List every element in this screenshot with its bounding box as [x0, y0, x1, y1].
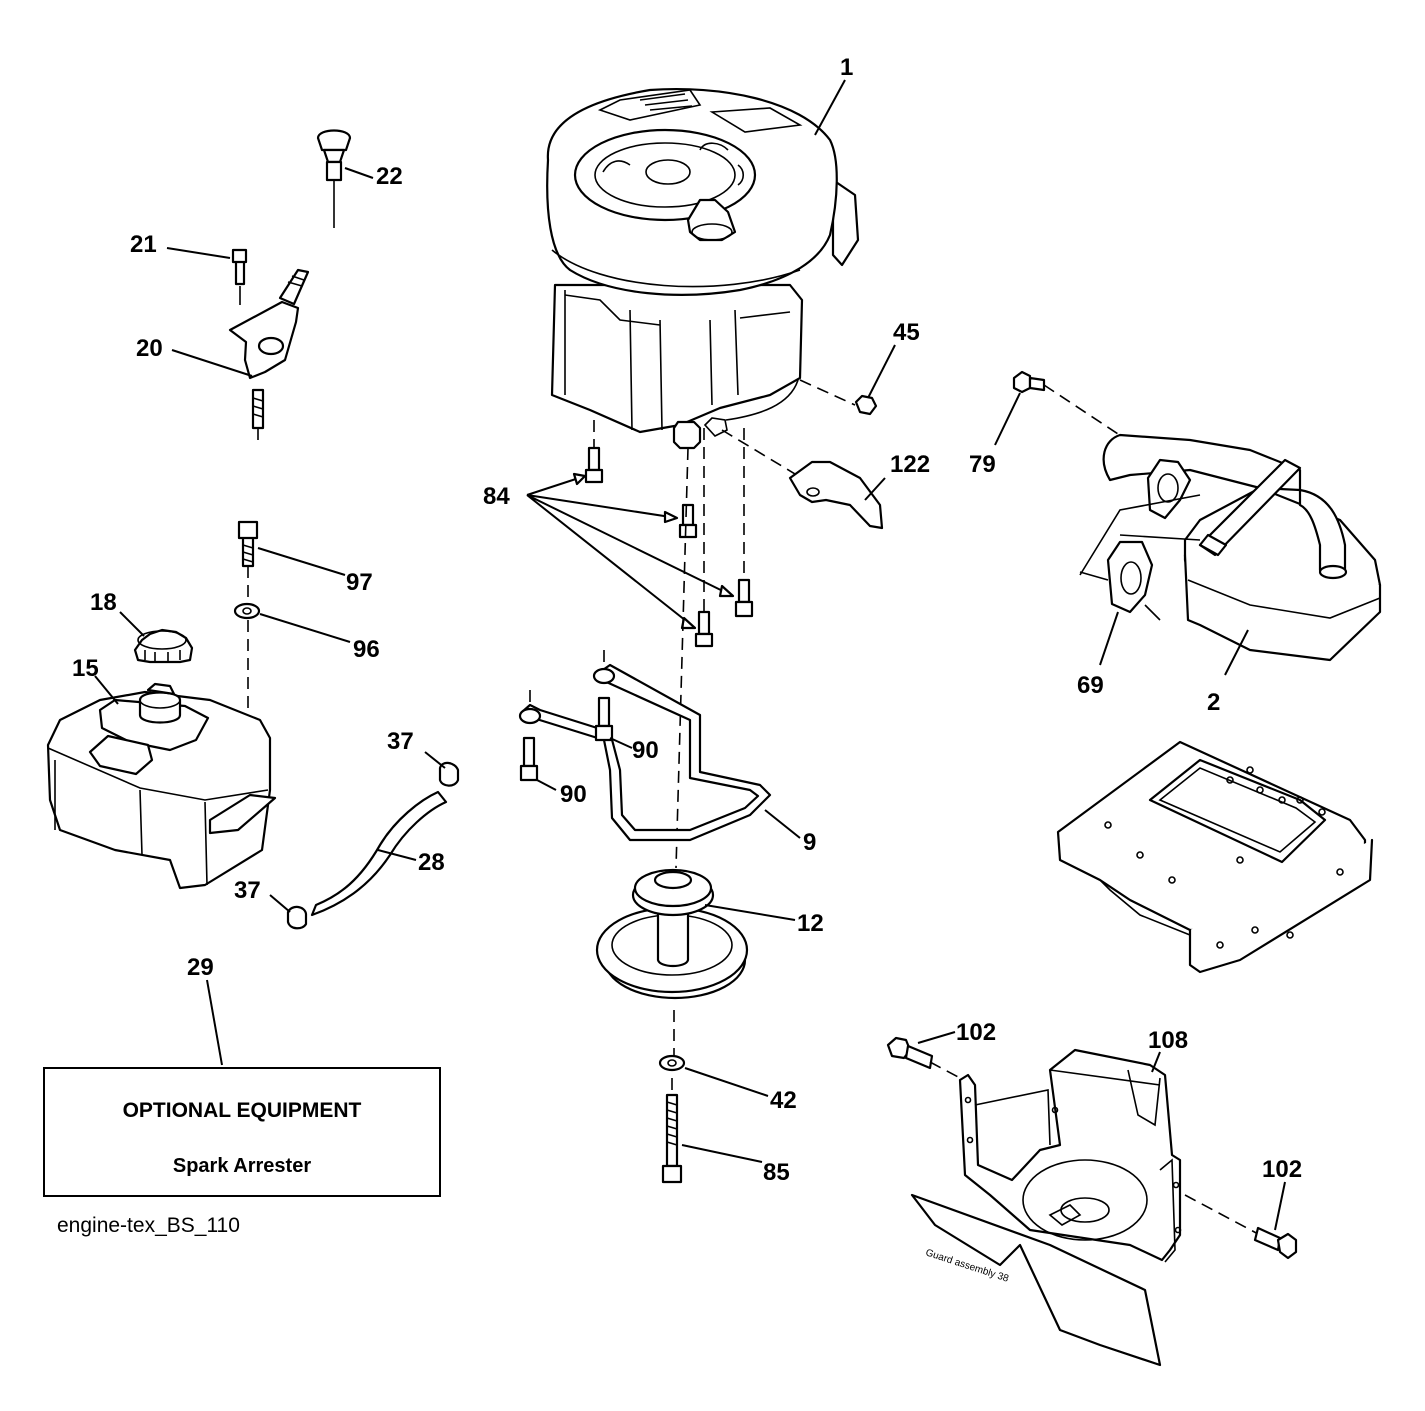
callout-102a: 102 [956, 1019, 996, 1046]
callout-90b: 90 [560, 781, 587, 808]
callout-79: 79 [969, 451, 996, 478]
throttle-control-20 [228, 268, 310, 440]
callout-97: 97 [346, 569, 373, 596]
clamp-37-bottom [286, 905, 308, 930]
drawing-code: engine-tex_BS_110 [57, 1214, 240, 1237]
fuel-line-28 [310, 790, 448, 917]
muffler-2 [1102, 433, 1382, 662]
guard-108: Guard assembly 38 [910, 1048, 1182, 1367]
optional-equipment-title: OPTIONAL EQUIPMENT [122, 1099, 362, 1122]
mounting-plate [1056, 740, 1374, 974]
fuel-cap-18 [133, 628, 194, 664]
callout-108: 108 [1148, 1027, 1188, 1054]
bolt-85 [665, 1093, 679, 1168]
gasket-upper [1146, 458, 1192, 520]
callout-37a: 37 [387, 728, 414, 755]
callout-15: 15 [72, 655, 99, 682]
bolts-84 [584, 420, 754, 648]
leader-1 [814, 79, 846, 136]
choke-knob-22 [316, 129, 352, 228]
callout-28: 28 [418, 849, 445, 876]
bolts-90 [519, 696, 614, 782]
callout-20: 20 [136, 335, 163, 362]
callout-29: 29 [187, 954, 214, 981]
callout-22: 22 [376, 163, 403, 190]
callout-102b: 102 [1262, 1156, 1302, 1183]
bolt-97 [237, 520, 259, 568]
callout-9: 9 [803, 829, 816, 856]
clamp-37-top [438, 761, 460, 787]
gasket-69 [1106, 540, 1154, 614]
callout-96: 96 [353, 636, 380, 663]
callout-69: 69 [1077, 672, 1104, 699]
fuel-tank-15 [46, 682, 277, 890]
callout-37b: 37 [234, 877, 261, 904]
bolt-79 [1012, 370, 1046, 394]
callout-90a: 90 [632, 737, 659, 764]
callout-84: 84 [483, 483, 510, 510]
callout-85: 85 [763, 1159, 790, 1186]
washer-42 [658, 1054, 686, 1072]
optional-equipment-box: OPTIONAL EQUIPMENT Spark Arrester [43, 1067, 441, 1197]
pulley-12 [595, 868, 749, 1000]
washer-96 [233, 602, 261, 620]
engine [546, 87, 860, 450]
bolt-102-left [886, 1036, 934, 1070]
nut-45 [854, 394, 878, 416]
callout-21: 21 [130, 231, 157, 258]
callout-122: 122 [890, 451, 930, 478]
bracket-122 [788, 460, 884, 530]
screw-21 [231, 248, 248, 286]
callout-42: 42 [770, 1087, 797, 1114]
callout-18: 18 [90, 589, 117, 616]
callout-45: 45 [893, 319, 920, 346]
optional-equipment-subtitle: Spark Arrester [172, 1155, 312, 1177]
bolt-102-right [1253, 1226, 1298, 1260]
callout-2: 2 [1207, 689, 1220, 716]
callout-1: 1 [840, 54, 853, 81]
callout-12: 12 [797, 910, 824, 937]
